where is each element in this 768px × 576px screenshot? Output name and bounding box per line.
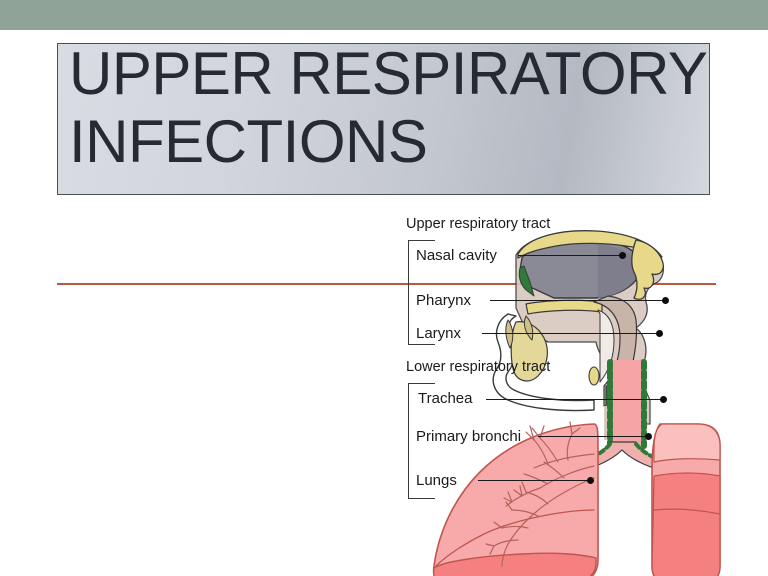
horizontal-rule bbox=[57, 283, 716, 285]
leader-lungs bbox=[478, 480, 592, 482]
bracket-upper bbox=[408, 240, 435, 345]
label-nasal-cavity: Nasal cavity bbox=[416, 247, 497, 264]
marker-trachea bbox=[660, 396, 667, 403]
label-lungs: Lungs bbox=[416, 472, 457, 489]
leader-larynx bbox=[482, 333, 662, 335]
label-larynx: Larynx bbox=[416, 325, 462, 342]
leader-primary-bronchi bbox=[538, 436, 650, 438]
page-title: UPPER RESPIRATORY INFECTIONS bbox=[69, 43, 708, 175]
anatomy-illustration bbox=[432, 230, 721, 576]
respiratory-tract-diagram: Upper respiratory tract Nasal cavity Pha… bbox=[398, 210, 768, 576]
marker-larynx bbox=[656, 330, 663, 337]
leader-trachea bbox=[486, 399, 666, 401]
marker-nasal-cavity bbox=[619, 252, 626, 259]
label-pharynx: Pharynx bbox=[416, 292, 472, 309]
group-heading-lower: Lower respiratory tract bbox=[406, 359, 551, 375]
group-heading-upper: Upper respiratory tract bbox=[406, 216, 551, 232]
leader-pharynx bbox=[490, 300, 668, 302]
top-accent-band bbox=[0, 0, 768, 30]
marker-pharynx bbox=[662, 297, 669, 304]
title-plate: UPPER RESPIRATORY INFECTIONS bbox=[57, 43, 710, 195]
marker-lungs bbox=[587, 477, 594, 484]
label-trachea: Trachea bbox=[418, 390, 473, 407]
label-primary-bronchi: Primary bronchi bbox=[416, 428, 522, 445]
marker-primary-bronchi bbox=[645, 433, 652, 440]
leader-nasal-cavity bbox=[518, 255, 625, 257]
bracket-lower bbox=[408, 383, 435, 499]
